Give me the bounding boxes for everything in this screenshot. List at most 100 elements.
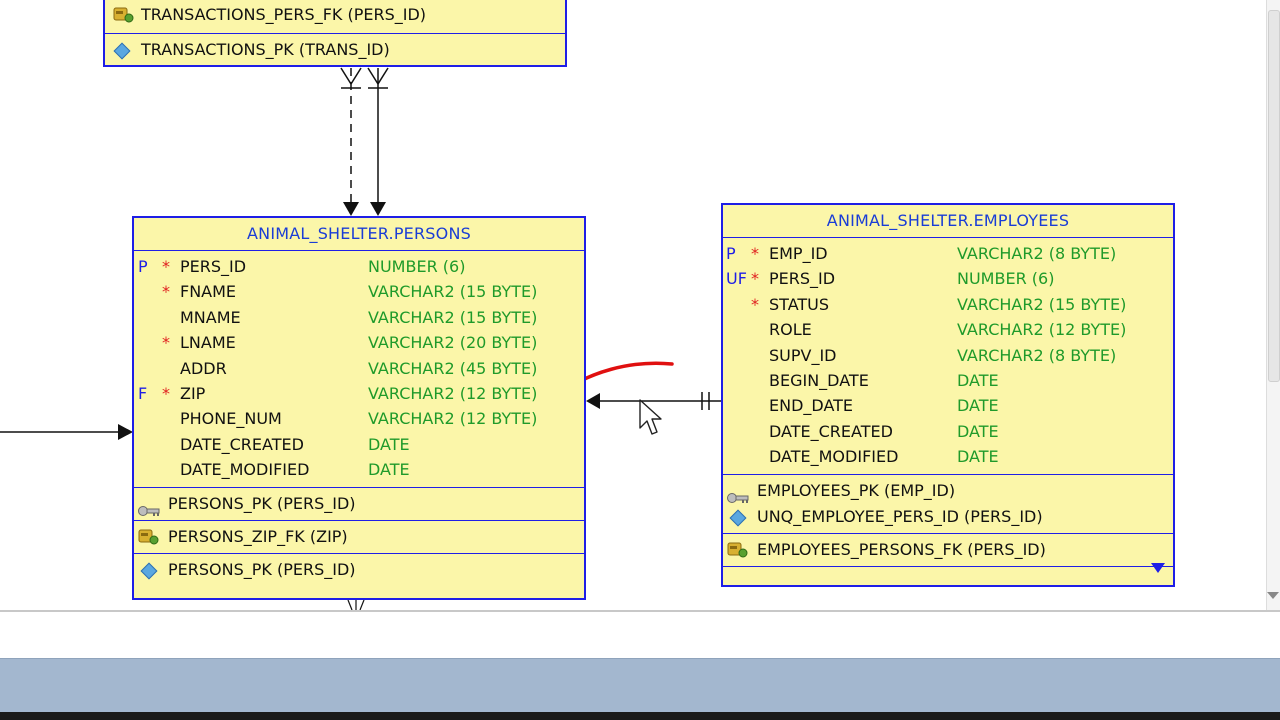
key-row[interactable]: EMPLOYEES_PERSONS_FK (PERS_ID) — [723, 537, 1173, 563]
unique-key-icon — [140, 562, 158, 580]
column-type: NUMBER (6) — [957, 269, 1055, 289]
column-type: VARCHAR2 (15 BYTE) — [368, 307, 538, 327]
column-name: ROLE — [769, 320, 812, 340]
column-name: LNAME — [180, 333, 236, 353]
column-row[interactable]: DATE_MODIFIED DATE — [134, 457, 584, 482]
entity-transactions[interactable]: TRANSACTIONS_PERS_FK (PERS_ID) TRANSACTI… — [103, 0, 567, 67]
column-row[interactable]: BEGIN_DATE DATE — [723, 368, 1173, 393]
column-row[interactable]: ROLE VARCHAR2 (12 BYTE) — [723, 317, 1173, 342]
column-type: VARCHAR2 (12 BYTE) — [368, 383, 538, 403]
entity-title: ANIMAL_SHELTER.PERSONS — [134, 218, 584, 251]
required-marker: * — [162, 257, 170, 276]
column-type: VARCHAR2 (45 BYTE) — [368, 358, 538, 378]
key-label: EMPLOYEES_PERSONS_FK (PERS_ID) — [757, 539, 1046, 559]
relationship-transactions-persons-dashed[interactable] — [340, 67, 362, 216]
key-label: PERSONS_PK (PERS_ID) — [168, 559, 356, 579]
column-row[interactable]: DATE_MODIFIED DATE — [723, 444, 1173, 469]
column-type: VARCHAR2 (12 BYTE) — [957, 320, 1127, 340]
column-key-flag: F — [138, 383, 148, 403]
column-name: END_DATE — [769, 396, 854, 416]
relationship-lines — [0, 67, 722, 610]
relationship-transactions-persons-solid[interactable] — [367, 67, 389, 216]
column-row[interactable]: F * ZIP VARCHAR2 (12 BYTE) — [134, 381, 584, 406]
column-name: PERS_ID — [769, 269, 836, 289]
relationship-employees-persons[interactable] — [586, 392, 722, 410]
column-name: STATUS — [769, 294, 830, 314]
column-name: EMP_ID — [769, 244, 828, 263]
key-row[interactable]: EMPLOYEES_PK (EMP_ID) — [723, 478, 1173, 504]
foreign-key-icon — [138, 529, 160, 555]
required-marker: * — [751, 269, 759, 289]
foreign-key-section: EMPLOYEES_PERSONS_FK (PERS_ID) — [723, 534, 1173, 567]
column-name: PERS_ID — [180, 257, 247, 276]
column-name: PHONE_NUM — [180, 409, 282, 429]
column-type: VARCHAR2 (8 BYTE) — [957, 244, 1117, 263]
column-type: DATE — [368, 460, 410, 480]
key-row[interactable]: UNQ_EMPLOYEE_PERS_ID (PERS_ID) — [723, 504, 1173, 530]
column-key-flag: UF — [726, 269, 747, 289]
window-bottom-edge — [0, 712, 1280, 720]
column-row[interactable]: SUPV_ID VARCHAR2 (8 BYTE) — [723, 343, 1173, 368]
diagram-canvas[interactable]: TRANSACTIONS_PERS_FK (PERS_ID) TRANSACTI… — [0, 0, 1280, 610]
primary-key-icon — [727, 486, 749, 512]
key-label: PERSONS_PK (PERS_ID) — [168, 493, 356, 513]
primary-key-section: PERSONS_PK (PERS_ID) — [134, 488, 584, 521]
column-row[interactable]: * STATUS VARCHAR2 (15 BYTE) — [723, 292, 1173, 317]
foreign-key-icon — [113, 7, 135, 33]
required-marker: * — [751, 294, 759, 314]
relationship-left-incoming[interactable] — [0, 424, 133, 440]
entity-employees[interactable]: ANIMAL_SHELTER.EMPLOYEES P * EMP_ID VARCHAR… — [721, 203, 1175, 587]
relationship-persons-below[interactable] — [347, 599, 365, 610]
column-key-flag: P — [726, 244, 736, 263]
column-name: DATE_MODIFIED — [769, 447, 899, 467]
key-label: PERSONS_ZIP_FK (ZIP) — [168, 526, 348, 546]
expand-triangle-icon[interactable] — [1151, 563, 1165, 573]
column-row[interactable]: END_DATE DATE — [723, 393, 1173, 418]
key-row[interactable]: TRANSACTIONS_PK (TRANS_ID) — [105, 37, 565, 63]
mouse-cursor-icon — [639, 399, 662, 435]
column-type: VARCHAR2 (8 BYTE) — [957, 345, 1117, 365]
column-type: VARCHAR2 (15 BYTE) — [368, 282, 538, 302]
required-marker: * — [162, 282, 170, 302]
column-row[interactable]: DATE_CREATED DATE — [723, 419, 1173, 444]
column-name: ZIP — [180, 383, 206, 403]
column-name: SUPV_ID — [769, 345, 837, 365]
status-bar — [0, 658, 1280, 713]
key-row[interactable]: PERSONS_ZIP_FK (ZIP) — [134, 524, 584, 550]
key-label: UNQ_EMPLOYEE_PERS_ID (PERS_ID) — [757, 506, 1043, 526]
column-type: DATE — [368, 434, 410, 454]
column-row[interactable]: * FNAME VARCHAR2 (15 BYTE) — [134, 279, 584, 304]
foreign-key-section: PERSONS_ZIP_FK (ZIP) — [134, 521, 584, 554]
column-name: MNAME — [180, 307, 241, 327]
scrollbar-thumb[interactable] — [1268, 10, 1280, 382]
column-name: FNAME — [180, 282, 237, 302]
entity-title: ANIMAL_SHELTER.EMPLOYEES — [723, 205, 1173, 238]
column-name: BEGIN_DATE — [769, 370, 869, 390]
column-type: DATE — [957, 370, 999, 390]
column-row[interactable]: PHONE_NUM VARCHAR2 (12 BYTE) — [134, 406, 584, 431]
required-marker: * — [162, 383, 170, 403]
key-row[interactable]: TRANSACTIONS_PERS_FK (PERS_ID) — [105, 2, 565, 30]
scroll-down-arrow-icon[interactable] — [1267, 592, 1279, 599]
bottom-panel — [0, 610, 1280, 658]
unique-key-section: PERSONS_PK (PERS_ID) — [134, 554, 584, 586]
column-name: DATE_CREATED — [769, 421, 893, 441]
column-type: VARCHAR2 (15 BYTE) — [957, 294, 1127, 314]
column-type: DATE — [957, 396, 999, 416]
column-row[interactable]: UF* PERS_ID NUMBER (6) — [723, 266, 1173, 291]
column-name: DATE_MODIFIED — [180, 460, 310, 480]
column-type: DATE — [957, 447, 999, 467]
column-type: VARCHAR2 (12 BYTE) — [368, 409, 538, 429]
key-row[interactable]: PERSONS_PK (PERS_ID) — [134, 491, 584, 517]
column-type: DATE — [957, 421, 999, 441]
key-row[interactable]: PERSONS_PK (PERS_ID) — [134, 557, 584, 583]
primary-key-icon — [138, 499, 160, 525]
column-key-flag: P — [138, 257, 148, 276]
column-row[interactable]: MNAME VARCHAR2 (15 BYTE) — [134, 305, 584, 330]
